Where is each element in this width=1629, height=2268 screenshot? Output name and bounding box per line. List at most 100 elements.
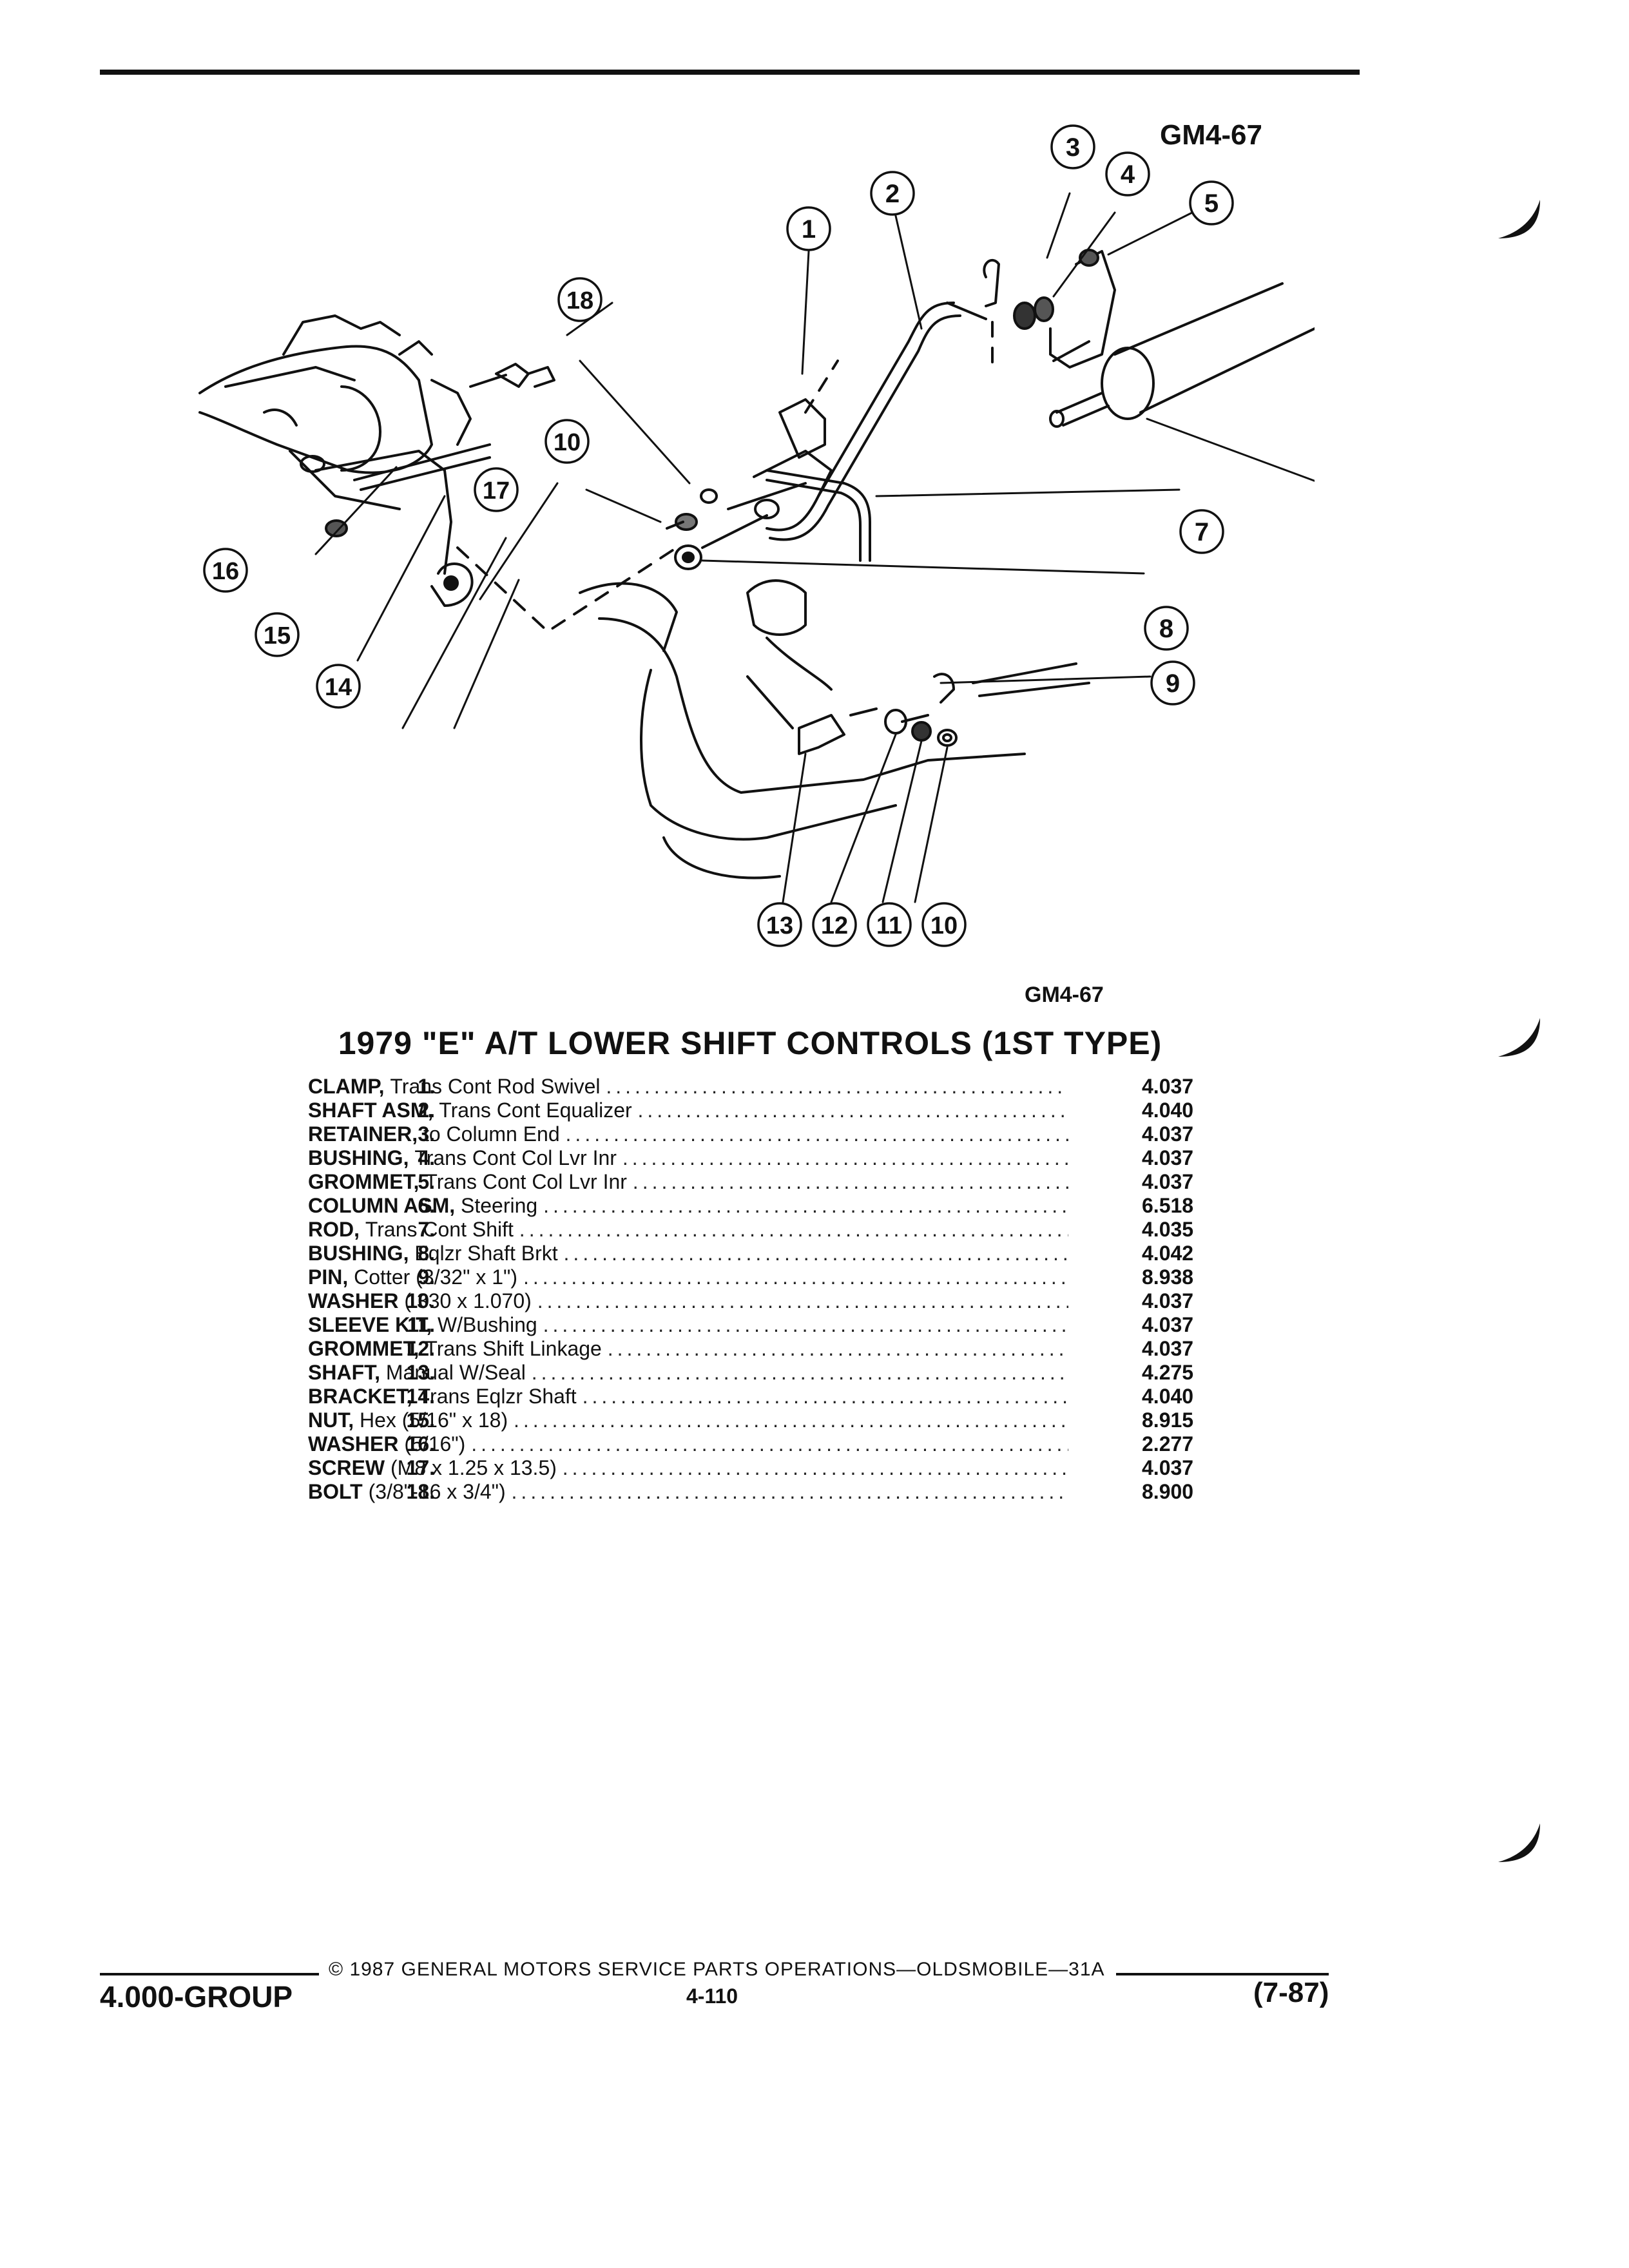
svg-text:3: 3: [1066, 133, 1080, 162]
part-name: SHAFT ASM,: [308, 1099, 434, 1122]
part-description: WASHER (.330 x 1.070) ..................…: [308, 1289, 1068, 1313]
callout-12: 12: [812, 902, 857, 947]
leader-dots: ........................................…: [543, 1313, 1068, 1336]
part-number: 13.: [406, 1361, 435, 1384]
part-description: GROMMET, Trans Shift Linkage ...........…: [308, 1337, 1068, 1361]
part-description: SHAFT, Manual W/Seal ...................…: [308, 1361, 1068, 1385]
part-detail: Trans Cont Shift: [365, 1218, 514, 1241]
part-name: GROMMET,: [308, 1170, 419, 1193]
part-detail: (3/8"-16 x 3/4"): [368, 1480, 506, 1503]
retainer-and-bushing: [983, 259, 1054, 330]
leader-lines: [314, 192, 1315, 903]
parts-list-row: 8.BUSHING, Eqlzr Shaft Brkt ............…: [200, 1242, 1218, 1265]
transmission-housing-left: [198, 314, 472, 510]
part-name: BRACKET,: [308, 1385, 412, 1408]
part-detail: (M8 x 1.25 x 13.5): [390, 1456, 557, 1479]
callout-5: 5: [1189, 180, 1234, 226]
part-name: SCREW: [308, 1456, 385, 1479]
callout-17: 17: [474, 467, 519, 512]
parts-list-row: 1.CLAMP, Trans Cont Rod Swivel .........…: [200, 1075, 1218, 1099]
svg-text:16: 16: [212, 558, 239, 585]
svg-text:12: 12: [821, 912, 848, 939]
part-number: 12.: [406, 1337, 435, 1360]
callout-1: 1: [786, 206, 831, 251]
part-description: CLAMP, Trans Cont Rod Swivel ...........…: [308, 1075, 1068, 1099]
part-detail: Cotter (3/32" x 1"): [354, 1265, 518, 1289]
equalizer-shaft-bracket: [314, 443, 491, 607]
part-number: 16.: [406, 1432, 435, 1456]
svg-text:1: 1: [802, 215, 816, 244]
part-description: BOLT (3/8"-16 x 3/4") ..................…: [308, 1480, 1068, 1504]
part-description: ROD, Trans Cont Shift ..................…: [308, 1218, 1068, 1242]
leader-dots: ........................................…: [606, 1075, 1068, 1098]
callout-7: 7: [1179, 509, 1224, 554]
group-number: 8.938: [1142, 1265, 1194, 1289]
group-number: 4.035: [1142, 1218, 1194, 1241]
steering-column: [1049, 249, 1315, 428]
part-description: COLUMN ASM, Steering ...................…: [308, 1194, 1068, 1218]
leader-dots: ........................................…: [537, 1289, 1068, 1312]
part-name: GROMMET,: [308, 1337, 419, 1360]
leader-dots: ........................................…: [563, 1242, 1068, 1265]
callout-15: 15: [255, 612, 300, 657]
part-description: SHAFT ASM, Trans Cont Equalizer ........…: [308, 1099, 1068, 1122]
part-detail: (.330 x 1.070): [404, 1289, 532, 1312]
bolt-part: [469, 363, 555, 388]
part-name: CLAMP,: [308, 1075, 385, 1098]
part-name: WASHER: [308, 1432, 399, 1456]
group-number: 4.037: [1142, 1170, 1194, 1193]
callout-9: 9: [1150, 660, 1195, 706]
group-number: 4.040: [1142, 1385, 1194, 1408]
part-description: WASHER (5/16") .........................…: [308, 1432, 1068, 1456]
part-number: 18.: [406, 1480, 435, 1503]
leader-dots: ........................................…: [607, 1337, 1068, 1360]
parts-list-title: 1979 "E" A/T LOWER SHIFT CONTROLS (1ST T…: [0, 1024, 1629, 1062]
equalizer-shaft-rod: [766, 302, 987, 541]
nut-part: [325, 519, 348, 537]
trans-control-rod: [766, 469, 871, 562]
part-name: PIN,: [308, 1265, 349, 1289]
part-detail: Hex (5/16" x 18): [360, 1408, 508, 1432]
group-number: 4.037: [1142, 1337, 1194, 1360]
figure-code-top: GM4-67: [1160, 119, 1262, 151]
part-detail: Trans Cont Equalizer: [439, 1099, 632, 1122]
part-number: 5.: [418, 1170, 435, 1193]
swivel-clamp-assembly: [701, 398, 833, 549]
callouts: 1 2 3 4 5 6 7 8 9 10 11 12 13 14 15 16 1…: [203, 124, 1234, 947]
group-number: 4.037: [1142, 1289, 1194, 1312]
part-number: 15.: [406, 1408, 435, 1432]
parts-list-row: 12.GROMMET, Trans Shift Linkage ........…: [200, 1337, 1218, 1361]
screw-washer-bushing: [666, 488, 718, 570]
part-description: NUT, Hex (5/16" x 18) ..................…: [308, 1408, 1068, 1432]
group-number: 4.275: [1142, 1361, 1194, 1384]
margin-hook-mark: [1498, 200, 1540, 238]
parts-list-row: 7.ROD, Trans Cont Shift ................…: [200, 1218, 1218, 1242]
part-number: 4.: [418, 1146, 435, 1169]
svg-text:13: 13: [766, 912, 793, 939]
part-name: RETAINER,: [308, 1122, 418, 1146]
part-name: BOLT: [308, 1480, 363, 1503]
svg-text:15: 15: [264, 622, 291, 649]
parts-list-row: 11.SLEEVE KIT, W/Bushing ...............…: [200, 1313, 1218, 1337]
group-number: 6.518: [1142, 1194, 1194, 1217]
svg-text:5: 5: [1204, 189, 1219, 218]
dashed-alignment-left: [456, 546, 678, 633]
part-description: GROMMET, Trans Cont Col Lvr Inr ........…: [308, 1170, 1068, 1194]
parts-list-row: 5.GROMMET, Trans Cont Col Lvr Inr ......…: [200, 1170, 1218, 1194]
leader-dots: ........................................…: [531, 1361, 1068, 1384]
top-rule: [100, 70, 1360, 75]
leader-dots: ........................................…: [519, 1218, 1068, 1241]
parts-list-row: 14.BRACKET, Trans Eqlzr Shaft ..........…: [200, 1385, 1218, 1408]
parts-list-row: 16.WASHER (5/16") ......................…: [200, 1432, 1218, 1456]
callout-10-upper: 10: [545, 419, 590, 464]
part-number: 7.: [418, 1218, 435, 1241]
figure-code-bottom: GM4-67: [1025, 983, 1104, 1007]
part-description: PIN, Cotter (3/32" x 1") ...............…: [308, 1265, 1068, 1289]
parts-list: 1.CLAMP, Trans Cont Rod Swivel .........…: [200, 1075, 1218, 1504]
part-description: SCREW (M8 x 1.25 x 13.5) ...............…: [308, 1456, 1068, 1480]
parts-list-row: 6.COLUMN ASM, Steering .................…: [200, 1194, 1218, 1218]
margin-hook-mark: [1498, 1823, 1540, 1862]
parts-list-row: 3.RETAINER, to Column End ..............…: [200, 1122, 1218, 1146]
part-detail: Trans Cont Rod Swivel: [390, 1075, 601, 1098]
footer-rule-right: [1116, 1973, 1329, 1975]
